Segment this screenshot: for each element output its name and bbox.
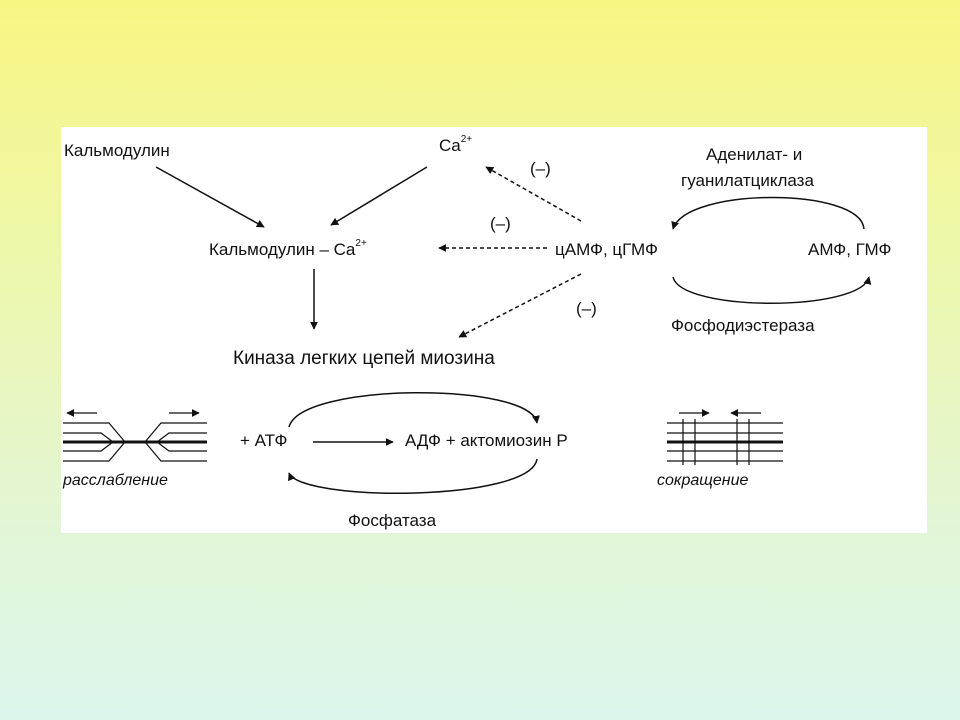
arrow-calmodulin-to-complex [155,166,265,228]
diagram-canvas [63,166,872,495]
dashed-arrow-to-ca [485,166,582,222]
dashed-arrow-to-kinase [458,273,582,338]
label-calmodulin: Кальмодулин [64,141,170,160]
label-amp-gmp: АМФ, ГМФ [808,240,892,259]
label-cyclase-line1: Аденилат- и [706,145,803,164]
contraction-sarcomere-icon [667,409,783,465]
label-ca: Ca2+ [439,134,473,155]
label-atp: + АТФ [240,431,288,450]
label-calmodulin-ca-complex: Кальмодулин – Ca2+ [209,238,367,259]
label-phosphodiesterase: Фосфодиэстераза [671,316,815,335]
label-inhibit-2: (–) [490,214,511,233]
label-cyclase-line2: гуанилатциклаза [681,171,814,190]
diagram-panel: Кальмодулин Ca2+ (–) Аденилат- и гуанила… [61,127,927,533]
arc-phosphodiesterase [672,276,872,304]
label-inhibit-1: (–) [530,159,551,178]
arc-phosphatase [288,458,538,495]
complex-charge: 2+ [355,238,367,249]
label-myosin-light-chain-kinase: Киназа легких цепей миозина [233,348,495,369]
label-relaxation: расслабление [63,472,168,489]
label-inhibit-3: (–) [576,299,597,318]
ca-charge: 2+ [460,134,473,145]
label-phosphatase: Фосфатаза [348,511,437,530]
arrow-ca-to-complex [330,166,428,226]
arc-top-atp-cycle [288,392,540,428]
label-camp-cgmp: цАМФ, цГМФ [555,240,658,259]
relaxation-sarcomere-icon [63,409,207,462]
label-adp-actomyosin: АДФ + актомиозин Р [405,431,568,450]
label-contraction: сокращение [657,472,749,489]
arc-cyclase [671,196,865,230]
